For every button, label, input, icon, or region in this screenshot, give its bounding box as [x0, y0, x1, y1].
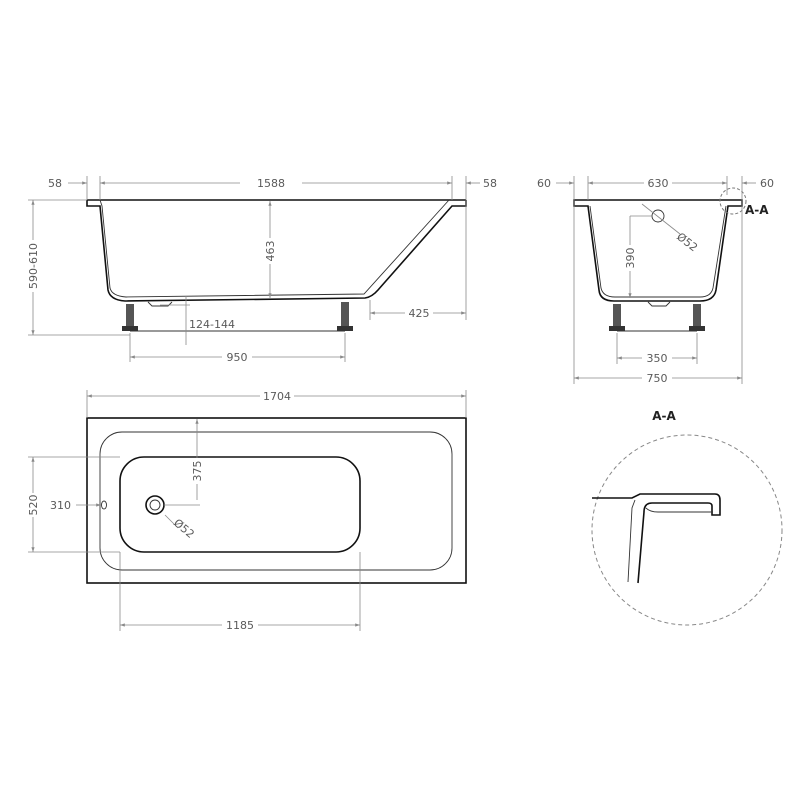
dim-rim-right: 58	[483, 177, 497, 190]
dim-total-width: 750	[647, 372, 668, 385]
section-marker-circle	[719, 187, 747, 215]
dim-total-length: 1704	[263, 390, 291, 403]
leg-left	[122, 304, 138, 331]
overflow	[101, 500, 107, 510]
drain	[145, 495, 165, 515]
dim-overflow-height: 390	[624, 248, 637, 269]
dim-overflow-offset: 310	[50, 499, 71, 512]
dim-basin-width: 520	[27, 495, 40, 516]
dim-basin-length: 1185	[226, 619, 254, 632]
leg-right	[689, 304, 705, 331]
dim-rim-left: 60	[537, 177, 551, 190]
dim-overflow-diameter: Ø52	[674, 230, 700, 254]
side-view: 58 1588 58 590-610 463 124-144 425 950	[26, 176, 497, 364]
section-marker-label: A-A	[745, 203, 769, 217]
dim-rim-left: 58	[48, 177, 62, 190]
leg-left	[609, 304, 625, 331]
dim-total-height: 590-610	[27, 243, 40, 289]
dim-depth: 463	[264, 241, 277, 262]
dim-rim-right: 60	[760, 177, 774, 190]
detail-a-a: A-A	[591, 409, 783, 626]
dim-drain-offset: 375	[191, 461, 204, 482]
end-view: Ø52 A-A 60 630 60 390 350 750	[537, 176, 774, 385]
dim-rim-inner: 1588	[257, 177, 285, 190]
detail-title: A-A	[652, 409, 676, 423]
dim-slope-length: 425	[409, 307, 430, 320]
dim-inner-width: 630	[648, 177, 669, 190]
dim-leg-spacing: 950	[227, 351, 248, 364]
leg-right	[337, 302, 353, 331]
dim-leg-spacing: 350	[647, 352, 668, 365]
top-view: Ø52 1704 520 310 375 1185	[26, 390, 467, 632]
dim-leg-adjust: 124-144	[189, 318, 235, 331]
dim-drain-diameter: Ø52	[171, 516, 197, 541]
